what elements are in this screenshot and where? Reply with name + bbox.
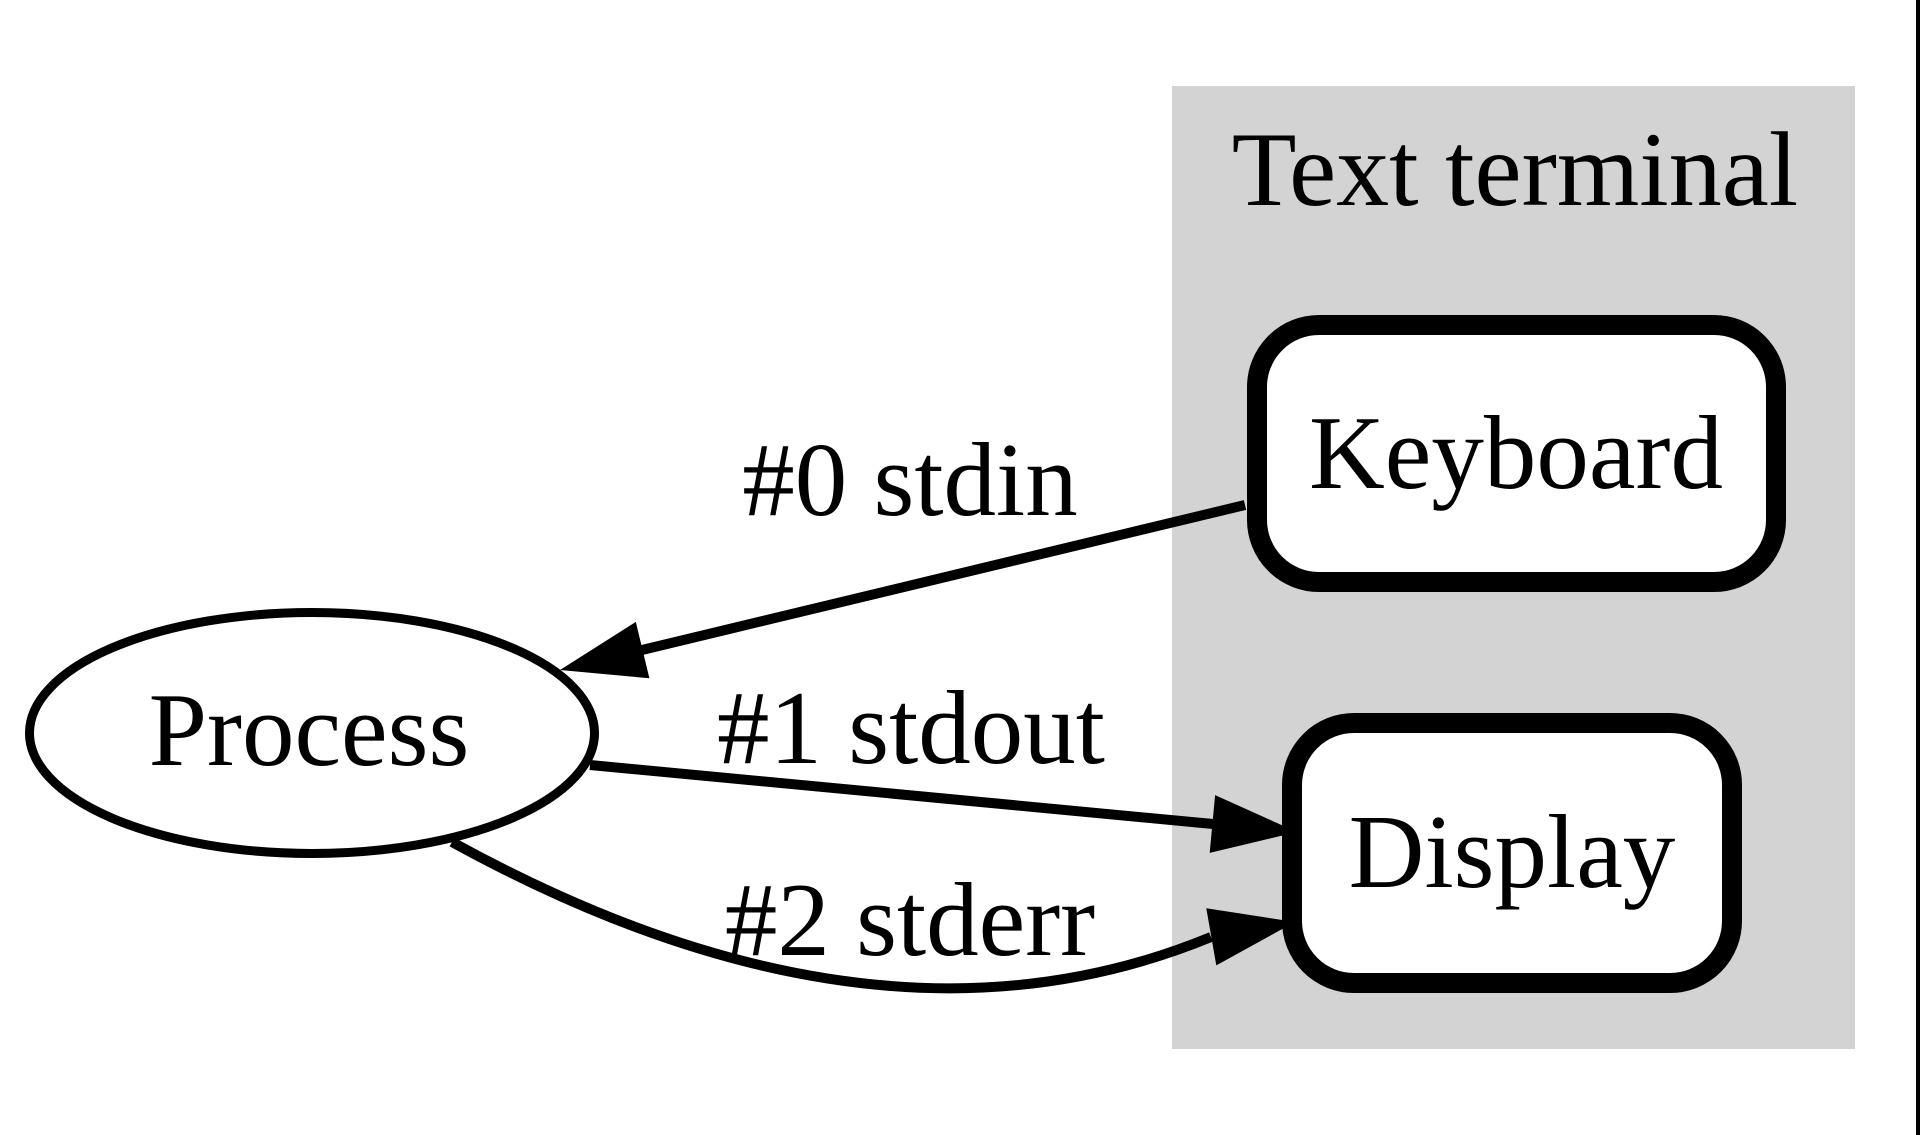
display-node-label: Display [1349, 793, 1676, 910]
stdout-arrowhead-icon [1209, 795, 1297, 853]
stdout-edge-line [589, 760, 1214, 829]
stdin-edge-label: #0 stdin [742, 421, 1077, 538]
keyboard-node-shape [1247, 315, 1786, 592]
stdin-arrowhead-icon [560, 621, 650, 679]
display-node: Display [1282, 713, 1742, 993]
right-edge-border [1916, 0, 1920, 1135]
stderr-edge-curve [449, 837, 1213, 994]
stdout-edge [589, 760, 1297, 853]
process-node-label: Process [149, 671, 470, 788]
stderr-edge [449, 837, 1295, 994]
process-node-shape [25, 608, 599, 858]
stderr-arrowhead-icon [1206, 908, 1295, 966]
display-node-shape [1282, 713, 1742, 993]
stderr-edge-label: #2 stderr [725, 861, 1095, 978]
stdout-edge-label: #1 stdout [717, 669, 1105, 786]
stdin-edge [560, 500, 1247, 679]
keyboard-node-label: Keyboard [1309, 394, 1723, 511]
process-node: Process [25, 608, 599, 858]
stdin-edge-line [640, 500, 1247, 655]
cluster-label: Text terminal [1232, 111, 1799, 228]
keyboard-node: Keyboard [1247, 315, 1786, 592]
